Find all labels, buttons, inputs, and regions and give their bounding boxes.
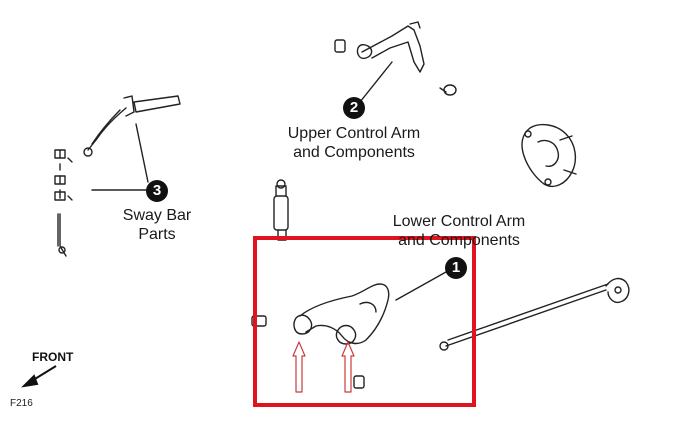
callout-label-3-line2: Parts xyxy=(138,226,176,243)
sway-bar xyxy=(54,95,181,257)
lower-control-arm xyxy=(251,283,390,389)
callout-badge-3: 3 xyxy=(146,180,168,202)
leader-line-1 xyxy=(395,271,447,301)
pointer-arrow-left xyxy=(292,341,306,393)
highlight-box xyxy=(253,236,476,407)
front-arrow-icon xyxy=(21,365,57,388)
pointer-arrow-right xyxy=(341,341,355,393)
callout-label-1-line2: and Components xyxy=(398,232,520,249)
figure-id: F216 xyxy=(10,398,33,409)
callout-label-2-line2: and Components xyxy=(293,144,415,161)
leader-line-3 xyxy=(135,123,149,183)
callout-label-2-line1: Upper Control Arm xyxy=(287,125,421,142)
callout-badge-2: 2 xyxy=(343,97,365,119)
tie-rod xyxy=(439,277,630,351)
callout-badge-1: 1 xyxy=(445,257,467,279)
callout-label-3: Sway Bar Parts xyxy=(112,206,202,244)
callout-label-3-line1: Sway Bar xyxy=(122,207,192,224)
callout-label-1-line1: Lower Control Arm xyxy=(392,213,526,230)
callout-label-1: Lower Control Arm and Components xyxy=(384,212,534,250)
callout-label-2: Upper Control Arm and Components xyxy=(278,124,430,162)
front-label: FRONT xyxy=(32,350,74,364)
shock-absorber xyxy=(273,179,289,241)
upper-control-arm xyxy=(334,21,457,96)
steering-knuckle xyxy=(521,123,577,188)
